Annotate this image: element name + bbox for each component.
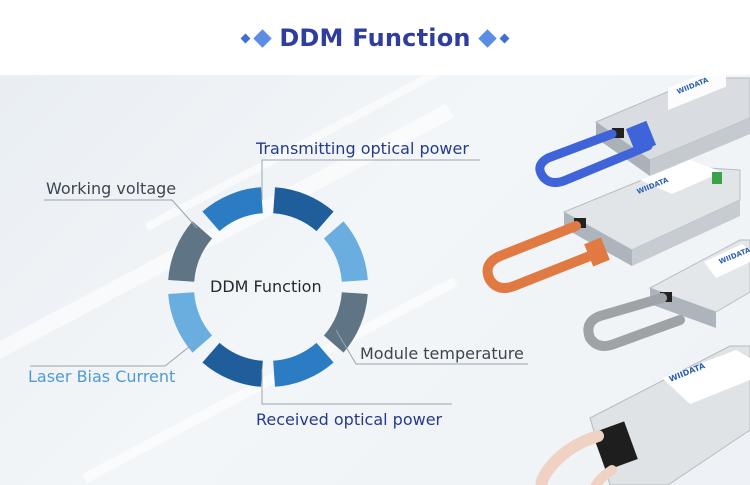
page-title: DDM Function [279, 24, 471, 52]
header: DDM Function [0, 0, 750, 75]
ring-segment-bottom-right [273, 342, 334, 387]
ring-segment-top-right [273, 187, 334, 232]
transceiver-module-orange [482, 160, 741, 293]
center-label: DDM Function [210, 277, 322, 296]
ring-segment-top-left [202, 187, 263, 232]
ring-segment-left-upper [168, 221, 213, 282]
leader-line-received [261, 369, 452, 405]
label-module-temperature: Module temperature [360, 344, 524, 363]
label-received-optical-power: Received optical power [256, 410, 443, 429]
ring-segment-right-upper [323, 221, 368, 282]
module-illustrations [482, 64, 750, 485]
leader-line-module-temperature [335, 329, 528, 365]
ring-segment-left-lower [168, 292, 213, 353]
transceiver-module-blue [535, 64, 750, 188]
title-bar: DDM Function [0, 18, 750, 58]
leader-line-laser-bias [30, 342, 195, 367]
leader-line-working-voltage [44, 199, 198, 229]
leader-line-transmitting [261, 159, 480, 200]
leader-lines [30, 159, 528, 405]
ring-segment-bottom-left [202, 342, 263, 387]
label-laser-bias-current: Laser Bias Current [28, 367, 176, 386]
transceiver-module-gray [583, 239, 750, 351]
label-working-voltage: Working voltage [46, 179, 177, 198]
transceiver-module-pale [535, 345, 750, 485]
ring-segments [168, 187, 368, 387]
label-transmitting-optical-power: Transmitting optical power [256, 139, 469, 158]
ring-segment-right-lower [323, 292, 368, 353]
